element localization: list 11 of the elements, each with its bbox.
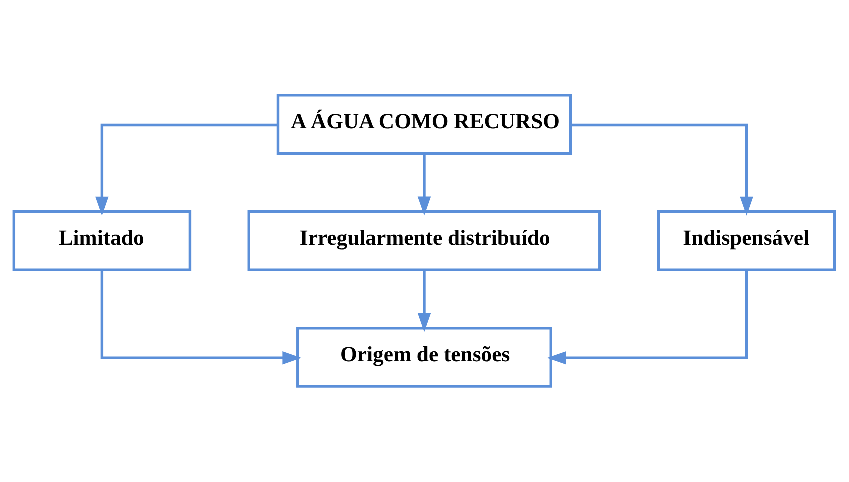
node-box: A ÁGUA COMO RECURSO bbox=[276, 94, 572, 155]
node-box: Origem de tensões bbox=[296, 327, 552, 388]
arrow bbox=[96, 124, 278, 216]
node-box: Indispensável bbox=[657, 210, 836, 272]
arrow bbox=[571, 124, 754, 216]
node-box: Irregularmente distribuído bbox=[248, 210, 602, 272]
arrow bbox=[418, 270, 432, 332]
arrow bbox=[100, 270, 302, 365]
node-box: Limitado bbox=[12, 210, 192, 272]
arrow bbox=[547, 270, 748, 365]
arrow bbox=[418, 154, 432, 216]
